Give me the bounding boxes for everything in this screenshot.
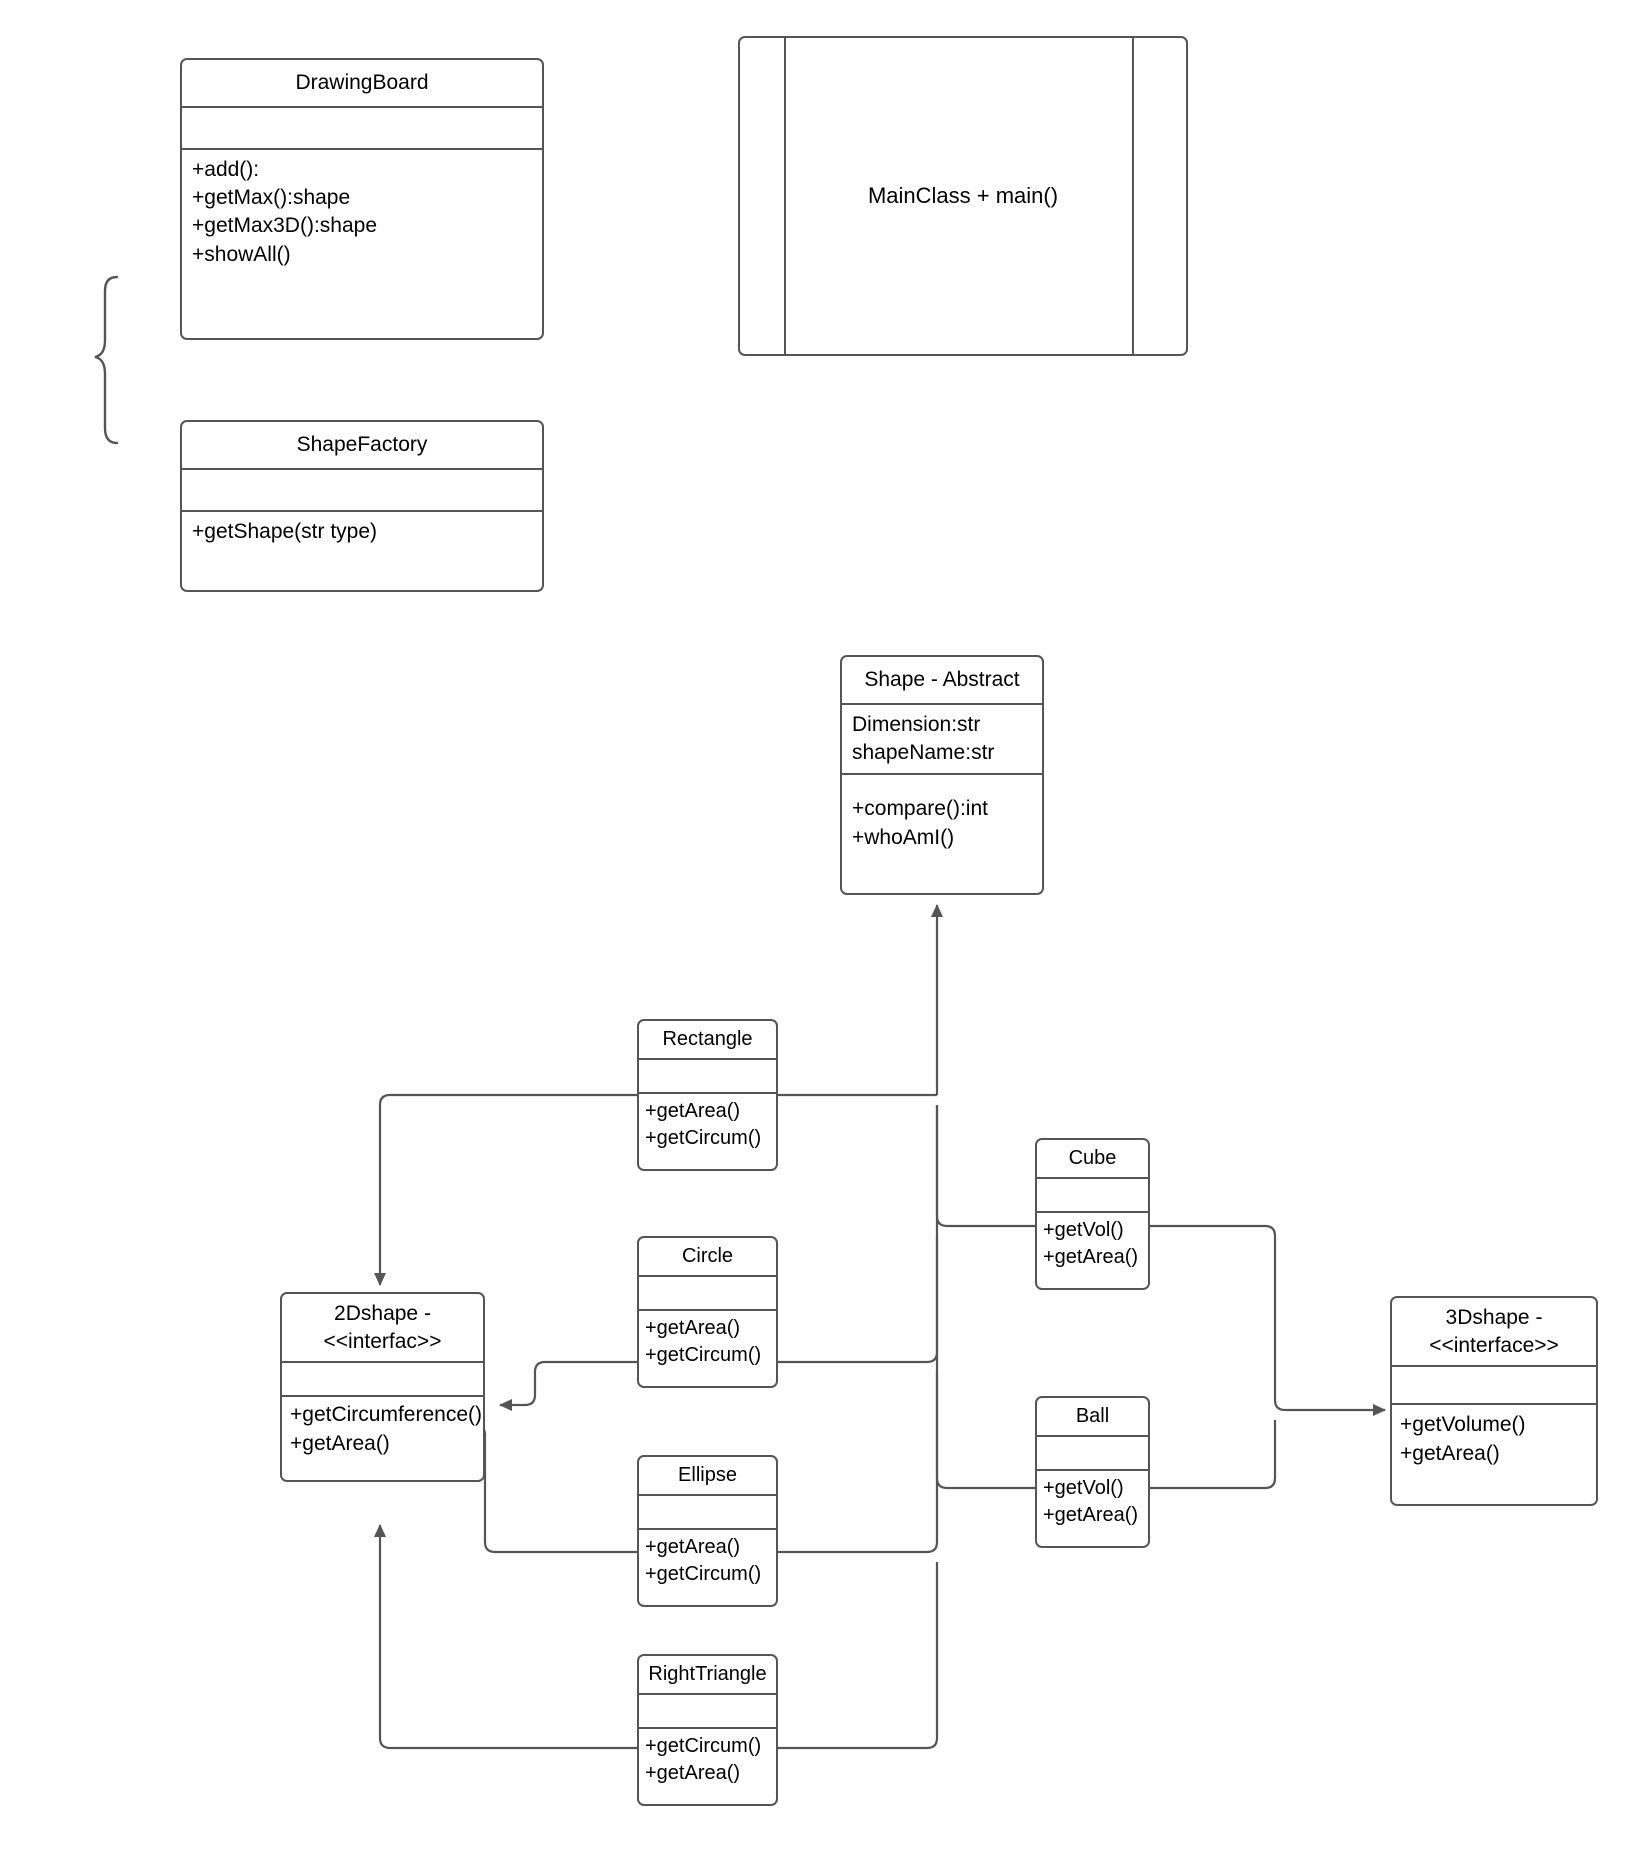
wire-righttriangle-to-2dshape <box>374 1524 637 1750</box>
class-title-ellipse: Ellipse <box>678 1464 737 1486</box>
operation-row: +add(): <box>192 158 260 182</box>
wire-rectangle-to-2dshape <box>374 1093 637 1286</box>
main-class-right-divider <box>1132 38 1134 354</box>
class-title-shape-factory: ShapeFactory <box>296 433 428 456</box>
class-attributes-drawing-board <box>182 106 542 148</box>
class-operations-ball: +getVol() +getArea() <box>1037 1468 1148 1546</box>
operation-row: +getCircum() <box>645 1562 762 1585</box>
operation-row: +getArea() <box>645 1761 741 1784</box>
class-operations-rectangle: +getArea() +getCircum() <box>639 1091 776 1169</box>
wire-ball-to-3dshape <box>1150 1420 1277 1490</box>
class-box-shape[interactable]: Shape - Abstract Dimension:str shapeName… <box>840 655 1044 895</box>
operation-row: +getMax3D():shape <box>192 214 378 238</box>
class-title-right-triangle: RightTriangle <box>648 1663 767 1685</box>
wire-circle-to-2dshape <box>499 1360 637 1411</box>
class-title-2dshape: 2Dshape - <<interfac>> <box>282 1294 483 1361</box>
class-box-right-triangle[interactable]: RightTriangle +getCircum() +getArea() <box>637 1654 778 1806</box>
attribute-row: shapeName:str <box>852 741 995 765</box>
class-operations-shape-factory: +getShape(str type) <box>182 510 542 590</box>
class-title-2dshape-line1: 2Dshape - <box>334 1302 431 1325</box>
class-attributes-right-triangle <box>639 1692 776 1727</box>
operation-row: +getCircumference() <box>290 1403 482 1427</box>
class-title-3dshape-line1: 3Dshape - <box>1445 1306 1543 1329</box>
class-operations-2dshape: +getCircumference() +getArea() <box>282 1395 483 1480</box>
operation-row: +getArea() <box>645 1099 741 1122</box>
class-operations-3dshape: +getVolume() +getArea() <box>1392 1403 1596 1504</box>
operation-row: +showAll() <box>192 242 291 266</box>
class-operations-cube: +getVol() +getArea() <box>1037 1210 1148 1288</box>
operation-row: +getCircum() <box>645 1734 762 1757</box>
wire-cube-to-trunk <box>935 1105 1035 1228</box>
class-box-rectangle[interactable]: Rectangle +getArea() +getCircum() <box>637 1019 778 1171</box>
class-attributes-rectangle <box>639 1057 776 1092</box>
operation-row: +compare():int <box>852 797 988 821</box>
operation-row: +getMax():shape <box>192 186 351 210</box>
attribute-row: Dimension:str <box>852 713 981 737</box>
class-operations-ellipse: +getArea() +getCircum() <box>639 1527 776 1605</box>
class-operations-circle: +getArea() +getCircum() <box>639 1308 776 1386</box>
class-box-circle[interactable]: Circle +getArea() +getCircum() <box>637 1236 778 1388</box>
class-operations-right-triangle: +getCircum() +getArea() <box>639 1726 776 1804</box>
operation-row: +getArea() <box>645 1535 741 1558</box>
class-attributes-ellipse <box>639 1493 776 1528</box>
wire-ball-to-trunk <box>935 1236 1035 1490</box>
class-title-ball: Ball <box>1075 1405 1110 1427</box>
operation-row: +getArea() <box>1400 1441 1500 1465</box>
class-attributes-shape: Dimension:str shapeName:str <box>842 703 1042 773</box>
class-operations-shape: +compare():int +whoAmI() <box>842 773 1042 893</box>
class-box-main-class[interactable]: MainClass + main() <box>738 36 1188 356</box>
operation-row: +getVolume() <box>1400 1413 1526 1437</box>
class-attributes-circle <box>639 1274 776 1309</box>
class-title-cube: Cube <box>1068 1147 1117 1169</box>
class-box-2dshape-interface[interactable]: 2Dshape - <<interfac>> +getCircumference… <box>280 1292 485 1482</box>
main-class-label: MainClass + main() <box>867 183 1059 208</box>
operation-row: +whoAmI() <box>852 825 955 849</box>
class-box-shape-factory[interactable]: ShapeFactory +getShape(str type) <box>180 420 544 592</box>
class-title-3dshape: 3Dshape - <<interface>> <box>1392 1298 1596 1365</box>
class-box-ellipse[interactable]: Ellipse +getArea() +getCircum() <box>637 1455 778 1607</box>
class-title-2dshape-line2: <<interfac>> <box>323 1329 442 1353</box>
class-attributes-shape-factory <box>182 468 542 510</box>
class-attributes-2dshape <box>282 1361 483 1395</box>
class-attributes-ball <box>1037 1434 1148 1469</box>
grouping-brace <box>94 275 119 445</box>
wire-cube-to-3dshape <box>1150 1224 1386 1416</box>
class-title-3dshape-line2: <<interface>> <box>1429 1333 1559 1357</box>
main-class-left-divider <box>784 38 786 354</box>
class-attributes-cube <box>1037 1176 1148 1211</box>
operation-row: +getArea() <box>1043 1503 1139 1526</box>
class-title-rectangle: Rectangle <box>662 1028 753 1050</box>
class-title-circle: Circle <box>681 1245 734 1267</box>
operation-row: +getArea() <box>645 1316 741 1339</box>
operation-row: +getVol() <box>1043 1218 1124 1241</box>
operation-row: +getShape(str type) <box>192 520 378 544</box>
operation-row: +getArea() <box>1043 1245 1139 1268</box>
class-operations-drawing-board: +add(): +getMax():shape +getMax3D():shap… <box>182 148 542 338</box>
class-title-drawing-board: DrawingBoard <box>295 71 429 94</box>
operation-row: +getCircum() <box>645 1343 762 1366</box>
operation-row: +getArea() <box>290 1431 390 1455</box>
operation-row: +getCircum() <box>645 1126 762 1149</box>
wire-righttriangle-to-trunk <box>778 1562 939 1750</box>
class-box-cube[interactable]: Cube +getVol() +getArea() <box>1035 1138 1150 1290</box>
wire-ellipse-to-trunk <box>778 1372 939 1554</box>
class-attributes-3dshape <box>1392 1365 1596 1403</box>
class-title-shape: Shape - Abstract <box>864 668 1020 691</box>
class-box-3dshape-interface[interactable]: 3Dshape - <<interface>> +getVolume() +ge… <box>1390 1296 1598 1506</box>
class-box-drawing-board[interactable]: DrawingBoard +add(): +getMax():shape +ge… <box>180 58 544 340</box>
class-box-ball[interactable]: Ball +getVol() +getArea() <box>1035 1396 1150 1548</box>
wire-circle-to-trunk <box>778 1105 939 1364</box>
operation-row: +getVol() <box>1043 1476 1124 1499</box>
